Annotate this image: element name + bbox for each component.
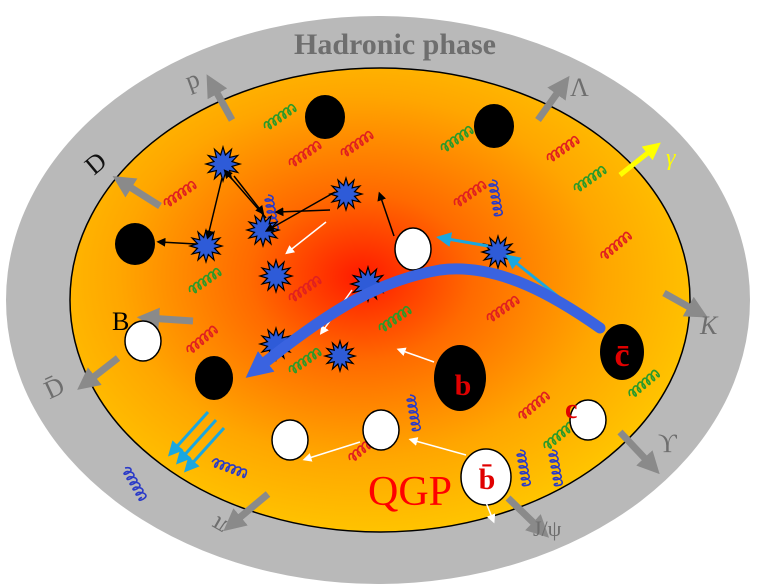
b-quark-dot	[434, 345, 486, 411]
black-hadrons	[115, 95, 514, 400]
gamma-arrow	[618, 142, 661, 177]
gamma-label: γ	[666, 145, 676, 171]
c-quark-label: c	[565, 394, 577, 425]
gluon-spring	[546, 135, 580, 162]
jpsi-arrow	[505, 495, 550, 538]
b-meson-arrow	[136, 307, 194, 330]
kaon-label: K	[699, 311, 719, 340]
black-arrows	[156, 169, 395, 247]
parton-star	[257, 325, 295, 363]
white-arrow	[408, 437, 467, 456]
gluon-spring	[406, 394, 422, 432]
white-arrow	[285, 221, 327, 255]
gluon-spring	[543, 421, 575, 449]
qgp-label: QGP	[368, 469, 452, 515]
white-arrow	[396, 347, 435, 363]
cbar-quark-dot	[600, 324, 644, 380]
lambda-label: Λ	[570, 73, 589, 102]
jet-line	[183, 426, 226, 473]
gluon-spring	[288, 347, 322, 374]
gluon-spring	[548, 449, 564, 487]
gluon-spring	[288, 275, 322, 302]
black-arrow	[274, 207, 331, 217]
gluon-spring	[516, 449, 532, 487]
upsilon-arrow	[617, 429, 660, 475]
black-arrow	[204, 177, 223, 240]
black-hadron	[474, 104, 514, 148]
gluon-spring	[628, 369, 660, 397]
k-arrow	[662, 289, 708, 318]
white-hadrons	[124, 227, 607, 461]
gluon-spring	[486, 295, 520, 322]
cbar-quark-label: c̄	[614, 337, 629, 374]
parton-star	[322, 338, 358, 374]
white-hadron	[271, 419, 309, 461]
black-arrow	[223, 169, 267, 219]
gluon-spring	[263, 103, 297, 130]
hadronic-phase-label: Hadronic phase	[294, 28, 496, 61]
black-arrow	[233, 175, 265, 215]
gluon-spring	[188, 267, 222, 294]
jet-lines	[167, 410, 226, 473]
white-hadron	[362, 409, 400, 451]
d-arrow	[112, 176, 162, 209]
parton-star	[187, 227, 225, 265]
parton-star	[257, 257, 295, 295]
black-arrow	[156, 237, 197, 247]
black-arrow	[264, 191, 336, 232]
parton-star	[244, 211, 282, 249]
gluon-spring	[186, 325, 218, 353]
gluon-spring	[573, 165, 607, 192]
gluon-spring	[488, 179, 504, 217]
b-quark-label: b	[455, 369, 472, 402]
cyan-arrow	[436, 232, 489, 248]
black-hadron	[305, 95, 345, 139]
heavy-quark-trajectory	[245, 263, 606, 378]
jet-line	[175, 418, 218, 465]
lambda-arrow	[535, 75, 570, 123]
qgp-core	[69, 67, 691, 533]
white-arrow	[302, 441, 361, 462]
white-hadron	[394, 227, 432, 271]
bbar-quark-dot	[460, 448, 512, 506]
gluon-spring	[163, 180, 197, 207]
gluon-spring	[123, 466, 147, 501]
bbar-quark-label: b̄	[479, 463, 496, 496]
parton-star	[348, 264, 388, 304]
jpsi-label: J/ψ	[533, 516, 562, 541]
black-arrow	[377, 191, 395, 237]
black-hadron	[115, 223, 155, 265]
gluon-spring	[211, 458, 248, 479]
p-arrow	[206, 74, 236, 122]
parton-stars	[187, 144, 517, 374]
gluon-spring	[378, 305, 412, 332]
b-meson-label: B	[112, 307, 129, 336]
white-hadron	[569, 399, 607, 441]
white-hadron	[124, 320, 162, 362]
gluon-spring	[518, 391, 550, 419]
pion-arrow	[223, 491, 271, 532]
upsilon-label: ϒ	[658, 429, 678, 458]
outgoing-arrows	[77, 74, 708, 538]
black-hadron	[195, 356, 233, 400]
white-arrow	[484, 499, 496, 524]
gluon-spring	[600, 231, 632, 259]
dbar-arrow	[77, 355, 121, 390]
jet-line	[167, 410, 210, 457]
